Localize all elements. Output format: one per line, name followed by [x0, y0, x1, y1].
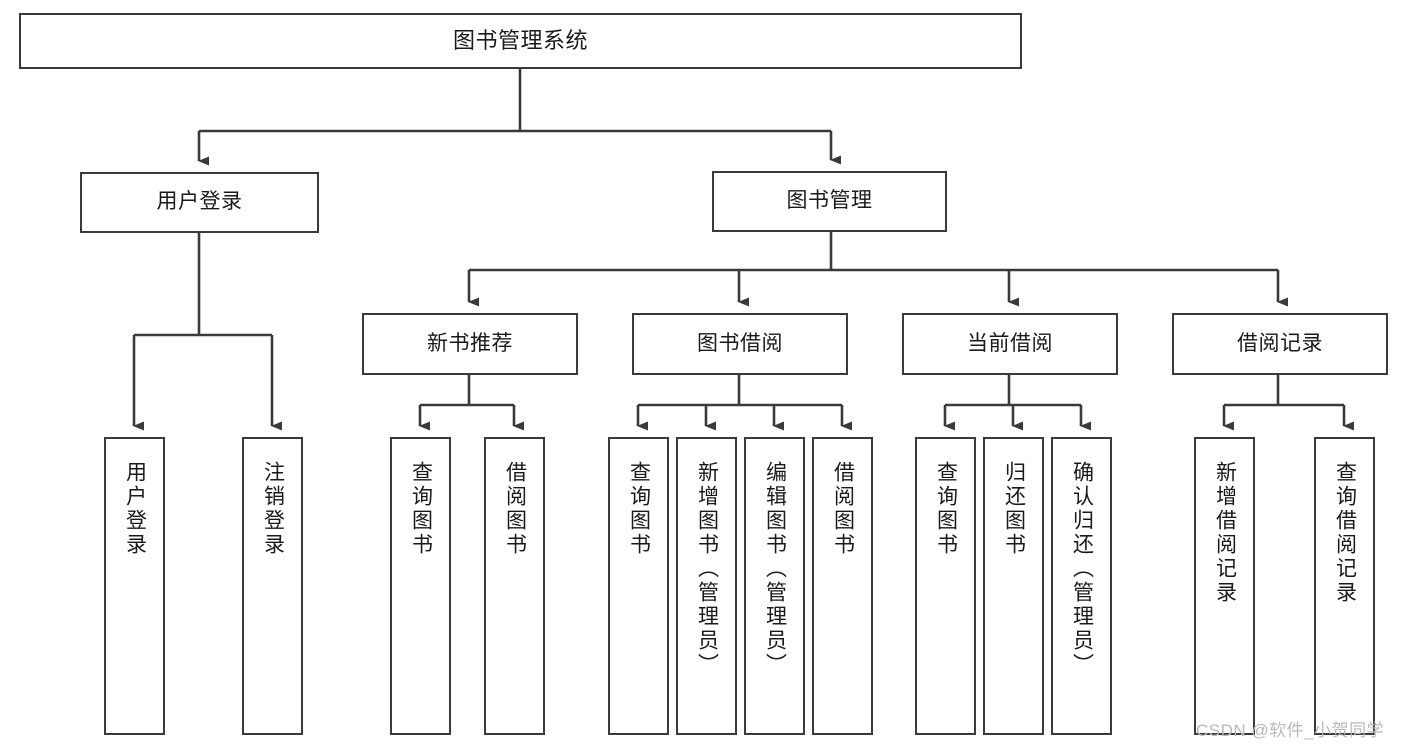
node-label: 归还图书: [1002, 461, 1026, 557]
node-label: 新增借阅记录: [1213, 461, 1237, 605]
node-label: 查询借阅记录: [1333, 461, 1357, 605]
node-label: 借阅图书: [831, 461, 855, 557]
node-leaf-12[interactable]: 查询借阅记录: [1314, 437, 1375, 735]
node-leaf-8[interactable]: 查询图书: [915, 437, 976, 735]
node-label: 借阅记录: [1237, 331, 1323, 355]
node-level3-0[interactable]: 新书推荐: [362, 313, 578, 375]
node-label: 图书借阅: [697, 331, 783, 355]
csdn-watermark: CSDN @软件_小贺同学: [1196, 721, 1385, 740]
node-leaf-3[interactable]: 借阅图书: [484, 437, 545, 735]
node-label: 确认归还（管理员）: [1070, 461, 1094, 677]
node-leaf-7[interactable]: 借阅图书: [812, 437, 873, 735]
node-label: 用户登录: [156, 190, 243, 214]
node-level3-1[interactable]: 图书借阅: [632, 313, 848, 375]
node-label: 图书管理系统: [452, 28, 588, 54]
node-label: 编辑图书（管理员）: [763, 461, 787, 677]
node-label: 查询图书: [409, 461, 433, 557]
node-label: 当前借阅: [967, 331, 1053, 355]
node-leaf-11[interactable]: 新增借阅记录: [1194, 437, 1255, 735]
node-level2-0[interactable]: 用户登录: [80, 172, 319, 233]
node-leaf-9[interactable]: 归还图书: [983, 437, 1044, 735]
node-label: 查询图书: [627, 461, 651, 557]
node-leaf-2[interactable]: 查询图书: [390, 437, 451, 735]
node-label: 新书推荐: [427, 331, 513, 355]
node-level3-3[interactable]: 借阅记录: [1172, 313, 1388, 375]
node-label: 查询图书: [934, 461, 958, 557]
node-leaf-1[interactable]: 注销登录: [242, 437, 303, 735]
node-label: 注销登录: [261, 461, 285, 557]
node-leaf-0[interactable]: 用户登录: [104, 437, 165, 735]
node-label: 用户登录: [123, 461, 147, 557]
node-root[interactable]: 图书管理系统: [19, 13, 1022, 69]
node-level3-2[interactable]: 当前借阅: [902, 313, 1118, 375]
node-level2-1[interactable]: 图书管理: [712, 171, 947, 232]
node-label: 借阅图书: [503, 461, 527, 557]
node-leaf-5[interactable]: 新增图书（管理员）: [676, 437, 737, 735]
node-label: 图书管理: [786, 189, 873, 213]
node-leaf-10[interactable]: 确认归还（管理员）: [1051, 437, 1112, 735]
node-label: 新增图书（管理员）: [695, 461, 719, 677]
node-leaf-6[interactable]: 编辑图书（管理员）: [744, 437, 805, 735]
node-leaf-4[interactable]: 查询图书: [608, 437, 669, 735]
